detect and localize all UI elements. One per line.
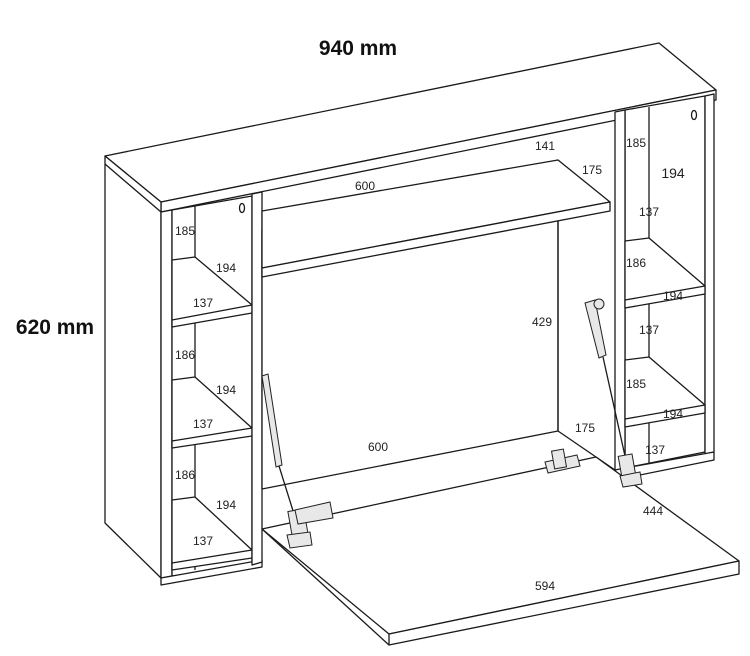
left-dim: 137 [193, 417, 213, 431]
middle-hinge [544, 448, 581, 474]
left-dim: 186 [175, 348, 195, 362]
right-dim: 185 [626, 377, 646, 391]
left-dim: 194 [216, 498, 236, 512]
top-shelf-depth: 175 [582, 163, 602, 177]
screw-hole-icon [238, 202, 246, 214]
left-dim: 185 [175, 224, 195, 238]
right-dim: 186 [626, 256, 646, 270]
middle-top-shelf-front [261, 201, 611, 278]
left-dim: 186 [175, 468, 195, 482]
overall-height-label: 620 mm [16, 316, 94, 339]
right-side-front [704, 93, 715, 455]
left-dim: 137 [193, 534, 213, 548]
right-dim: 137 [639, 205, 659, 219]
right-dim: 137 [639, 323, 659, 337]
top-shelf-height: 141 [535, 139, 555, 153]
right-dim: 194 [663, 407, 683, 421]
right-dim: 137 [645, 443, 665, 457]
right-dim: 194 [663, 289, 683, 303]
bottom-depth: 175 [575, 421, 595, 435]
left-divider-panel [251, 191, 263, 566]
left-dim: 194 [216, 261, 236, 275]
left-gas-strut [261, 373, 334, 549]
left-dim: 194 [216, 383, 236, 397]
bottom-width: 600 [368, 440, 388, 454]
left-side-panel [104, 155, 162, 579]
right-dim: 185 [626, 136, 646, 150]
left-side-front [160, 209, 173, 579]
desk-flap-top [261, 456, 740, 635]
overall-width-label: 940 mm [319, 37, 397, 60]
right-column-shelves [624, 237, 715, 479]
left-dim: 137 [193, 296, 213, 310]
right-dim: 194 [661, 165, 685, 181]
opening-height: 429 [532, 315, 552, 329]
desk-flap-edge [388, 560, 740, 646]
screw-hole-icon [690, 109, 698, 121]
flap-width: 594 [535, 579, 555, 593]
right-gas-strut [584, 298, 643, 488]
top-shelf-width: 600 [355, 179, 375, 193]
flap-depth: 444 [643, 504, 663, 518]
